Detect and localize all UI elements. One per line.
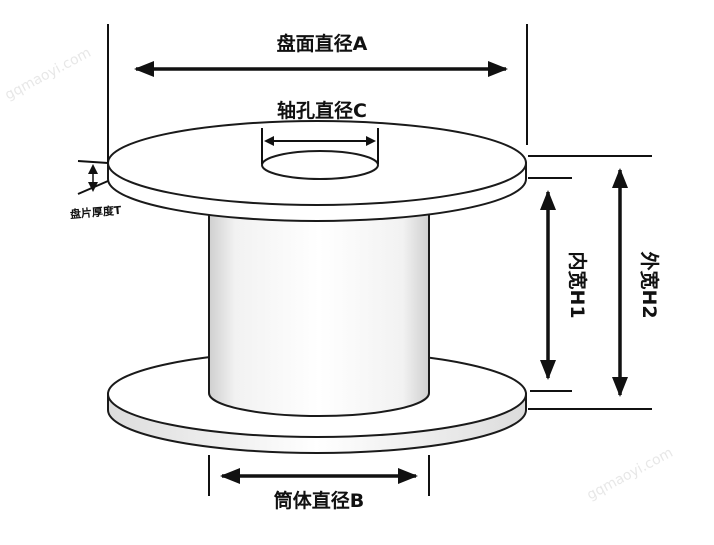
dimension-flange-diameter: 盘面直径A (107, 24, 528, 162)
dimension-bore-diameter: 轴孔直径C (261, 99, 379, 164)
watermark-bottom-right: gqmaoyi.com (584, 445, 675, 504)
bore-diameter-label: 轴孔直径C (277, 99, 367, 122)
top-flange (107, 120, 527, 222)
dimension-inner-width: 内宽H1 (528, 177, 589, 392)
dimension-barrel-diameter: 筒体直径B (208, 455, 430, 512)
inner-width-label: 内宽H1 (566, 251, 589, 318)
barrel (208, 195, 430, 417)
dimension-outer-width: 外宽H2 (528, 155, 661, 410)
outer-width-label: 外宽H2 (638, 251, 661, 318)
flange-diameter-label: 盘面直径A (277, 32, 368, 55)
watermark-top-left: gqmaoyi.com (2, 45, 93, 104)
bore-hole (261, 150, 379, 180)
dimension-flange-thickness: 盘片厚度T (69, 160, 122, 221)
barrel-diameter-label: 筒体直径B (274, 489, 364, 512)
flange-thickness-label: 盘片厚度T (69, 203, 122, 221)
